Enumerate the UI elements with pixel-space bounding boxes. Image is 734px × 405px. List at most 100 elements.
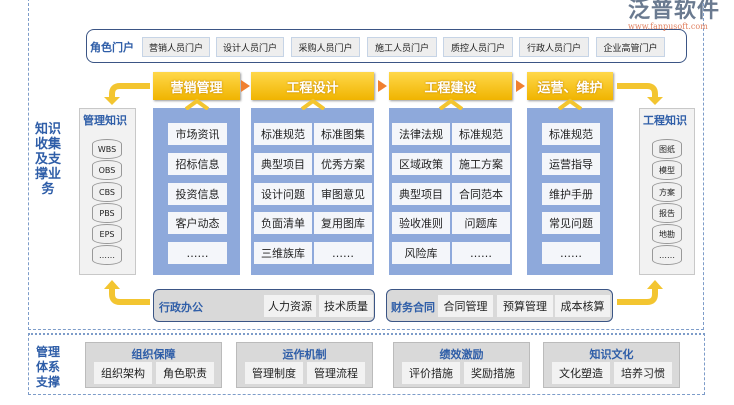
- item-cell[interactable]: 典型项目: [254, 153, 312, 175]
- database-icon: 地勘: [652, 224, 682, 244]
- group-incentive: 绩效激励 评价措施 奖励措施: [393, 342, 530, 388]
- finance-contract-bar: 财务合同 合同管理 预算管理 成本核算: [386, 289, 613, 322]
- admin-item[interactable]: 技术质量: [319, 295, 373, 317]
- group-title: 组织保障: [131, 348, 176, 361]
- item-cell[interactable]: 常见问题: [542, 212, 600, 234]
- portal-admin[interactable]: 行政人员门户: [519, 37, 589, 57]
- watermark-logo: 泛普软件 www.fanpusoft.com: [628, 0, 720, 31]
- arrow-right-icon: [378, 80, 387, 92]
- knowledge-section: [28, 0, 704, 330]
- watermark-url: www.fanpusoft.com: [628, 22, 708, 31]
- curve-arrow-icon: [617, 83, 663, 105]
- chevron-up-icon: [438, 98, 464, 110]
- item-cell[interactable]: 招标信息: [168, 153, 227, 175]
- role-portal-label: 角色门户: [90, 41, 134, 54]
- portal-sales[interactable]: 营销人员门户: [142, 37, 210, 57]
- item-cell[interactable]: ……: [542, 242, 600, 264]
- database-icon: 方案: [652, 182, 682, 202]
- finance-item[interactable]: 预算管理: [497, 295, 553, 317]
- finance-item[interactable]: 合同管理: [438, 295, 493, 317]
- item-cell[interactable]: 区域政策: [392, 153, 450, 175]
- item-cell[interactable]: 设计问题: [254, 183, 312, 205]
- stage-operation-header[interactable]: 运营、维护: [527, 72, 613, 100]
- stage-construction-header[interactable]: 工程建设: [389, 72, 512, 100]
- item-cell[interactable]: 负面清单: [254, 212, 312, 234]
- stage-design-panel: 标准规范 标准图集 典型项目 优秀方案 设计问题 审图意见 负面清单 复用图库 …: [251, 108, 374, 275]
- admin-item[interactable]: 人力资源: [264, 295, 316, 317]
- portal-quality[interactable]: 质控人员门户: [443, 37, 513, 57]
- item-cell[interactable]: 施工方案: [452, 153, 510, 175]
- group-item[interactable]: 角色职责: [156, 362, 214, 384]
- item-cell[interactable]: 维护手册: [542, 183, 600, 205]
- finance-item[interactable]: 成本核算: [555, 295, 610, 317]
- role-portal-bar: 角色门户 营销人员门户 设计人员门户 采购人员门户 施工人员门户 质控人员门户 …: [86, 29, 687, 63]
- item-cell[interactable]: 三维族库: [254, 242, 312, 264]
- portal-design[interactable]: 设计人员门户: [216, 37, 284, 57]
- group-item[interactable]: 文化塑造: [552, 362, 610, 384]
- item-cell[interactable]: ……: [314, 242, 372, 264]
- chevron-up-icon: [184, 98, 210, 110]
- item-cell[interactable]: 法律法规: [392, 123, 450, 145]
- portal-construction[interactable]: 施工人员门户: [367, 37, 437, 57]
- database-icon: EPS: [92, 224, 122, 244]
- item-cell[interactable]: 投资信息: [168, 183, 227, 205]
- item-cell[interactable]: 优秀方案: [314, 153, 372, 175]
- group-item[interactable]: 管理制度: [245, 362, 303, 384]
- arrow-right-icon: [516, 80, 525, 92]
- item-cell[interactable]: 风险库: [392, 242, 450, 264]
- stage-marketing-header[interactable]: 营销管理: [153, 72, 240, 100]
- database-icon: PBS: [92, 203, 122, 223]
- item-cell[interactable]: 市场资讯: [168, 123, 227, 145]
- group-item[interactable]: 组织架构: [94, 362, 152, 384]
- group-item[interactable]: 培养习惯: [614, 362, 672, 384]
- item-cell[interactable]: 客户动态: [168, 212, 227, 234]
- management-knowledge-box: 管理知识 WBS OBS CBS PBS EPS ……: [79, 108, 136, 275]
- management-section: [28, 333, 705, 395]
- database-icon: OBS: [92, 160, 122, 180]
- item-cell[interactable]: ……: [168, 242, 227, 264]
- portal-executive[interactable]: 企业高管门户: [596, 37, 665, 57]
- item-cell[interactable]: 运营指导: [542, 153, 600, 175]
- portal-purchase[interactable]: 采购人员门户: [291, 37, 360, 57]
- group-culture: 知识文化 文化塑造 培养习惯: [543, 342, 680, 388]
- finance-contract-title: 财务合同: [391, 301, 435, 314]
- database-icon: ……: [92, 245, 122, 265]
- database-icon: 图纸: [652, 139, 682, 159]
- item-cell[interactable]: 标准规范: [254, 123, 312, 145]
- curve-arrow-icon: [617, 280, 663, 305]
- item-cell[interactable]: 审图意见: [314, 183, 372, 205]
- item-cell[interactable]: ……: [452, 242, 510, 264]
- admin-office-bar: 行政办公 人力资源 技术质量: [153, 289, 375, 322]
- group-title: 运作机制: [282, 348, 327, 361]
- group-item[interactable]: 管理流程: [307, 362, 365, 384]
- item-cell[interactable]: 验收准则: [392, 212, 450, 234]
- engineering-knowledge-box: 工程知识 图纸 模型 方案 报告 地勘 ……: [639, 108, 695, 275]
- item-cell[interactable]: 复用图库: [314, 212, 372, 234]
- database-icon: 模型: [652, 160, 682, 180]
- database-icon: CBS: [92, 182, 122, 202]
- group-item[interactable]: 评价措施: [402, 362, 460, 384]
- item-cell[interactable]: 标准规范: [542, 123, 600, 145]
- group-title: 知识文化: [589, 348, 634, 361]
- curve-arrow-icon: [104, 83, 150, 105]
- stage-construction-panel: 法律法规 标准规范 区域政策 施工方案 典型项目 合同范本 验收准则 问题库 风…: [389, 108, 512, 275]
- database-icon: WBS: [92, 139, 122, 159]
- admin-office-title: 行政办公: [159, 301, 203, 314]
- group-title: 绩效激励: [439, 348, 484, 361]
- group-item[interactable]: 奖励措施: [464, 362, 522, 384]
- watermark-brand: 泛普软件: [628, 0, 721, 23]
- item-cell[interactable]: 典型项目: [392, 183, 450, 205]
- stage-operation-panel: 标准规范 运营指导 维护手册 常见问题 ……: [527, 108, 613, 275]
- chevron-up-icon: [300, 98, 326, 110]
- knowledge-side-label: 知识收集及支撑业务: [34, 122, 61, 197]
- chevron-up-icon: [557, 98, 583, 110]
- item-cell[interactable]: 问题库: [452, 212, 510, 234]
- database-icon: ……: [652, 245, 682, 265]
- item-cell[interactable]: 合同范本: [452, 183, 510, 205]
- item-cell[interactable]: 标准规范: [452, 123, 510, 145]
- item-cell[interactable]: 标准图集: [314, 123, 372, 145]
- curve-arrow-icon: [104, 280, 150, 305]
- stage-design-header[interactable]: 工程设计: [251, 72, 374, 100]
- management-knowledge-title: 管理知识: [83, 114, 127, 127]
- group-mechanism: 运作机制 管理制度 管理流程: [236, 342, 373, 388]
